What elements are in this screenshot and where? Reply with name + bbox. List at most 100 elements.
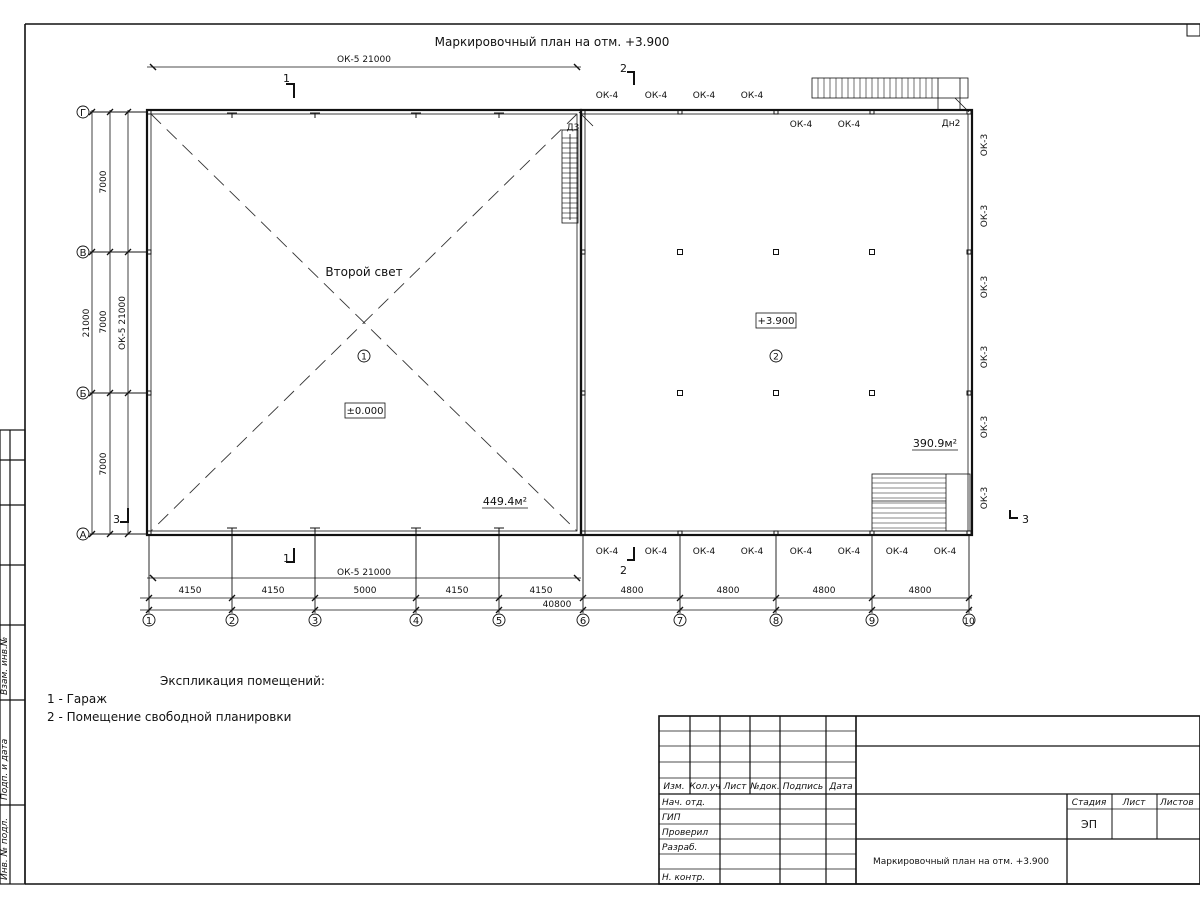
dim-left-segment: 7000 (99, 452, 109, 475)
stamp-role: Нач. отд. (662, 798, 705, 808)
column (869, 109, 875, 115)
dim-tick (88, 248, 96, 256)
dim-bottom-total: 40800 (543, 600, 572, 610)
room-1-area: 449.4м² (483, 495, 527, 508)
dim-tick (124, 248, 132, 256)
grid-col-label: 3 (312, 616, 318, 627)
room-1-label: Второй свет (325, 265, 402, 279)
dim-bottom-segment: 4800 (621, 586, 644, 596)
stamp-stage-header: Лист (1122, 798, 1147, 808)
grid-axis-bubble (409, 613, 423, 627)
column (773, 249, 779, 255)
dim-tick (311, 606, 319, 614)
dim-bottom-segment: 4800 (813, 586, 836, 596)
section-label: 1 (283, 552, 290, 565)
window-label: ОК-4 (790, 547, 813, 557)
room-2-area: 390.9м² (913, 437, 957, 450)
grid-row-label: Б (80, 389, 87, 400)
section-marks (120, 71, 1018, 563)
window-label: ОК-4 (838, 120, 861, 130)
stair-left (561, 129, 579, 224)
column (966, 390, 972, 396)
window-label: ОК-3 (980, 416, 990, 438)
room-2-level-box (755, 312, 797, 329)
window-label: ОК-4 (693, 547, 716, 557)
grid-col-label: 4 (413, 616, 419, 627)
window-label: ОК-3 (980, 346, 990, 368)
stamp-header: Дата (828, 782, 852, 792)
stamp-header: Лист (723, 782, 748, 792)
dim-bottom-segment: 5000 (354, 586, 377, 596)
stamp-header: Изм. (663, 782, 684, 792)
grid-col-label: 6 (580, 616, 586, 627)
grid-axis-bubble (76, 105, 90, 119)
dim-tick (88, 530, 96, 538)
section-label: 2 (620, 564, 627, 577)
dim-tick (495, 606, 503, 614)
room-1-marker (357, 349, 371, 363)
dim-left-segment: 7000 (99, 170, 109, 193)
grid-axis-bubble (142, 613, 156, 627)
dim-tick (495, 594, 503, 602)
grid-axis-bubble (492, 613, 506, 627)
stamp-role: Разраб. (662, 843, 697, 853)
grid-col-label: 9 (869, 616, 875, 627)
room-2-number: 2 (773, 353, 779, 363)
grid-col-label: 8 (773, 616, 779, 627)
grid-col-label: 2 (229, 616, 235, 627)
side-strip-label: Подп. и дата (0, 739, 10, 800)
window-label: ОК-4 (645, 91, 668, 101)
wall-post (411, 112, 421, 118)
window-label: ОК-4 (596, 91, 619, 101)
dim-tick (228, 594, 236, 602)
stamp-role: ГИП (662, 813, 681, 823)
dim-left-segment: 7000 (99, 310, 109, 333)
side-strip-label: Взам. инв.№ (0, 637, 10, 695)
dimension-lines (91, 63, 972, 611)
grid-axis-bubble (76, 386, 90, 400)
room-2-level: +3.900 (757, 316, 794, 327)
stamp-stage-header: Стадия (1072, 798, 1107, 808)
column (580, 390, 586, 396)
dim-tick (868, 594, 876, 602)
column (966, 249, 972, 255)
window-label: ОК-4 (838, 547, 861, 557)
dim-tick (145, 594, 153, 602)
title-block (658, 715, 1200, 885)
grid-col-label: 10 (963, 617, 975, 627)
dim-top-overall: ОК-5 21000 (337, 55, 391, 65)
door-swings (578, 97, 970, 127)
room-2-marker (769, 349, 783, 363)
window-label: ОК-4 (645, 547, 668, 557)
dim-tick (772, 606, 780, 614)
column (869, 390, 875, 396)
dim-tick (579, 594, 587, 602)
stamp-sheet-title: Маркировочный план на отм. +3.900 (873, 857, 1049, 867)
dim-bottom-segment: 4800 (909, 586, 932, 596)
wall-post (310, 112, 320, 118)
stamp-stage: ЭП (1081, 818, 1097, 831)
dim-tick (965, 594, 973, 602)
column (677, 109, 683, 115)
grid-axis-bubble (865, 613, 879, 627)
dim-tick (676, 594, 684, 602)
section-label: 2 (620, 62, 627, 75)
side-strip-label: Инв. № подл. (0, 818, 10, 880)
window-label: ОК-4 (693, 91, 716, 101)
legend-title: Экспликация помещений: (160, 674, 325, 688)
dim-tick (88, 108, 96, 116)
dim-tick (965, 606, 973, 614)
window-label: ОК-4 (741, 91, 764, 101)
column (773, 109, 779, 115)
wall-post (227, 112, 237, 118)
section-label: 1 (283, 72, 290, 85)
column (773, 390, 779, 396)
dim-tick (124, 389, 132, 397)
grid-row-label: А (80, 530, 87, 541)
room-1-number: 1 (361, 353, 367, 363)
drawing-frame (24, 23, 1200, 885)
dim-left-overall: 21000 (82, 308, 92, 337)
dim-tick (412, 606, 420, 614)
dim-tick (311, 594, 319, 602)
dim-tick (228, 606, 236, 614)
